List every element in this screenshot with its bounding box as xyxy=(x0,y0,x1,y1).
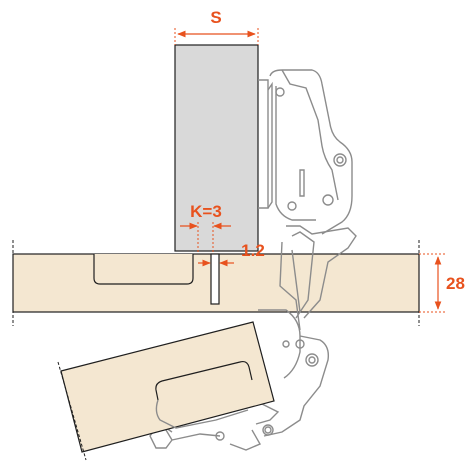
dimension-s: S xyxy=(174,8,259,45)
hinge-arm-icon xyxy=(155,399,272,434)
dimension-k-label: K=3 xyxy=(190,202,222,221)
door-break xyxy=(57,361,87,461)
dimension-thickness-label: 28 xyxy=(446,274,465,293)
door-body xyxy=(60,321,275,453)
cabinet-panel xyxy=(12,240,420,326)
dimension-gap-label: 1.2 xyxy=(241,241,265,260)
dimension-k: K=3 xyxy=(180,202,231,254)
hinge-cup-recess xyxy=(93,254,194,285)
door-cup-recess xyxy=(155,360,253,401)
dimension-thickness: 28 xyxy=(419,253,465,313)
dimension-gap: 1.2 xyxy=(198,241,265,267)
dimension-s-label: S xyxy=(210,8,221,27)
side-panel xyxy=(174,44,259,252)
gap-slot xyxy=(210,253,220,305)
door-panel xyxy=(57,321,275,461)
